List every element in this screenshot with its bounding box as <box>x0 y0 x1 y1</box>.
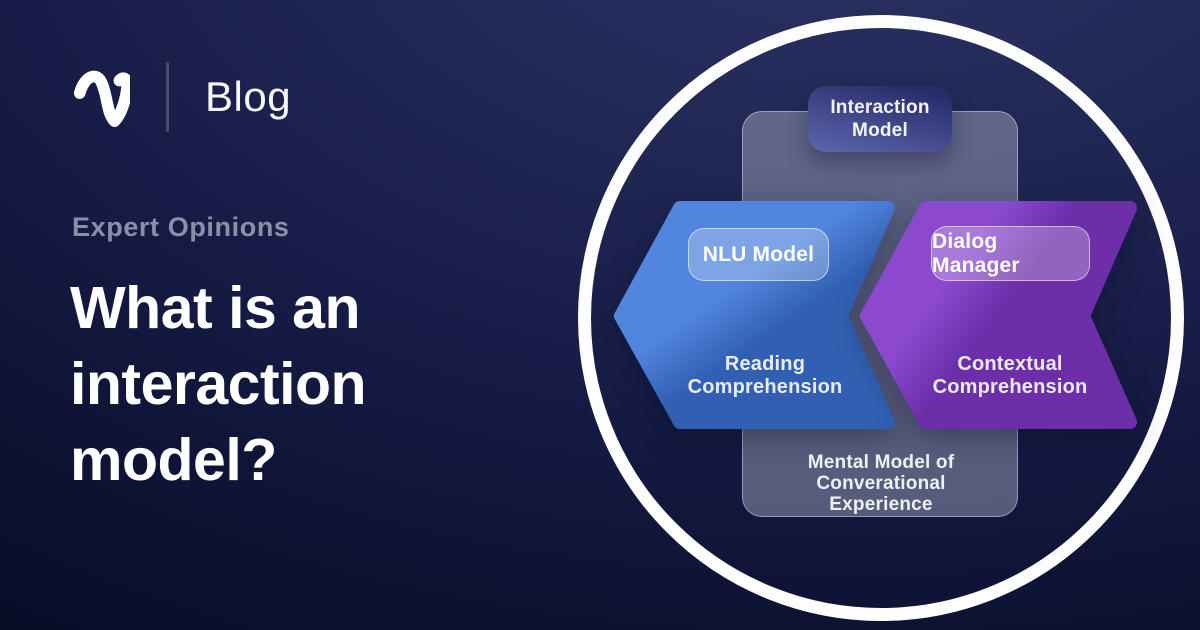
mental-model-caption: Mental Model of Converational Experience <box>771 452 991 515</box>
title-line-2: interaction <box>70 351 367 417</box>
nlu-caption-line-2: Comprehension <box>687 376 843 398</box>
dialog-caption-line-1: Contextual <box>957 353 1063 375</box>
nlu-model-label: NLU Model <box>702 242 815 266</box>
nlu-model-pill: NLU Model <box>688 228 829 281</box>
dialog-arrow-shape <box>860 201 1137 429</box>
nlu-caption: Reading Comprehension <box>660 353 870 399</box>
interaction-model-badge: Interaction Model <box>808 86 952 152</box>
nlu-arrow-shape <box>614 201 895 429</box>
title-line-1: What is an <box>70 275 361 341</box>
mental-model-caption-line-1: Mental Model of <box>807 452 955 473</box>
brand-divider <box>166 62 169 132</box>
nlu-caption-line-1: Reading <box>724 353 806 375</box>
interaction-model-line-2: Model <box>852 120 908 141</box>
brand-header: Blog <box>72 58 291 136</box>
dialog-caption-line-2: Comprehension <box>932 376 1088 398</box>
dialog-caption: Contextual Comprehension <box>905 353 1115 399</box>
dialog-manager-label: Dialog Manager <box>932 229 1020 277</box>
blog-label: Blog <box>205 73 292 120</box>
mental-model-caption-line-2: Converational <box>816 473 946 494</box>
page-title: What is an interaction model? <box>70 270 367 498</box>
interaction-model-line-1: Interaction <box>830 97 930 118</box>
voiceflow-logo-icon <box>73 70 130 127</box>
mental-model-caption-line-3: Experience <box>829 494 933 515</box>
title-line-3: model? <box>70 427 277 493</box>
eyebrow-category: Expert Opinions <box>72 212 290 242</box>
dialog-manager-pill: Dialog Manager <box>931 226 1090 281</box>
